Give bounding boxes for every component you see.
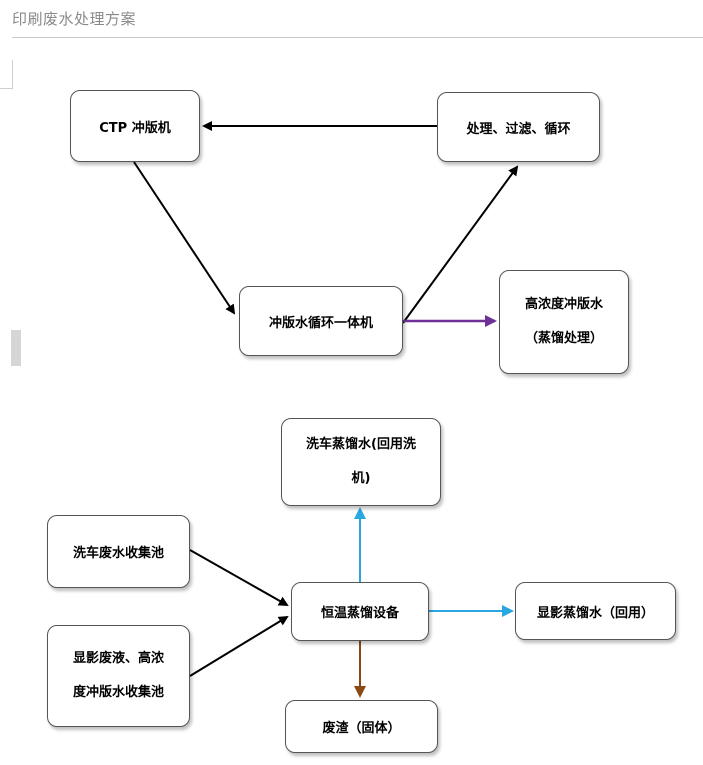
arrow-wash-pool-to-distill xyxy=(189,549,289,606)
page-title: 印刷废水处理方案 xyxy=(12,10,137,28)
node-recycling-unit: 冲版水循环一体机 xyxy=(239,286,403,356)
node-wash-wastewater-pool: 洗车废水收集池 xyxy=(47,515,190,588)
arrow-ctp-to-unit xyxy=(133,161,236,315)
node-process-filter-cycle: 处理、过滤、循环 xyxy=(437,92,600,162)
side-marker xyxy=(11,330,21,366)
node-high-concentration-water: 高浓度冲版水 （蒸馏处理） xyxy=(499,270,629,374)
node-wash-distilled-water: 洗车蒸馏水(回用洗 机) xyxy=(281,418,441,506)
arrow-dev-pool-to-distill xyxy=(189,615,289,677)
node-distillation-equipment: 恒温蒸馏设备 xyxy=(291,582,429,641)
node-ctp-machine: CTP 冲版机 xyxy=(70,90,200,162)
title-divider xyxy=(12,37,703,38)
node-residue-solid: 废渣（固体） xyxy=(285,700,438,753)
node-developer-distilled-water: 显影蒸馏水（回用） xyxy=(515,582,676,640)
corner-marker xyxy=(0,60,13,89)
node-developer-wastewater-pool: 显影废液、高浓 度冲版水收集池 xyxy=(47,625,190,727)
arrow-unit-to-process xyxy=(402,165,519,324)
